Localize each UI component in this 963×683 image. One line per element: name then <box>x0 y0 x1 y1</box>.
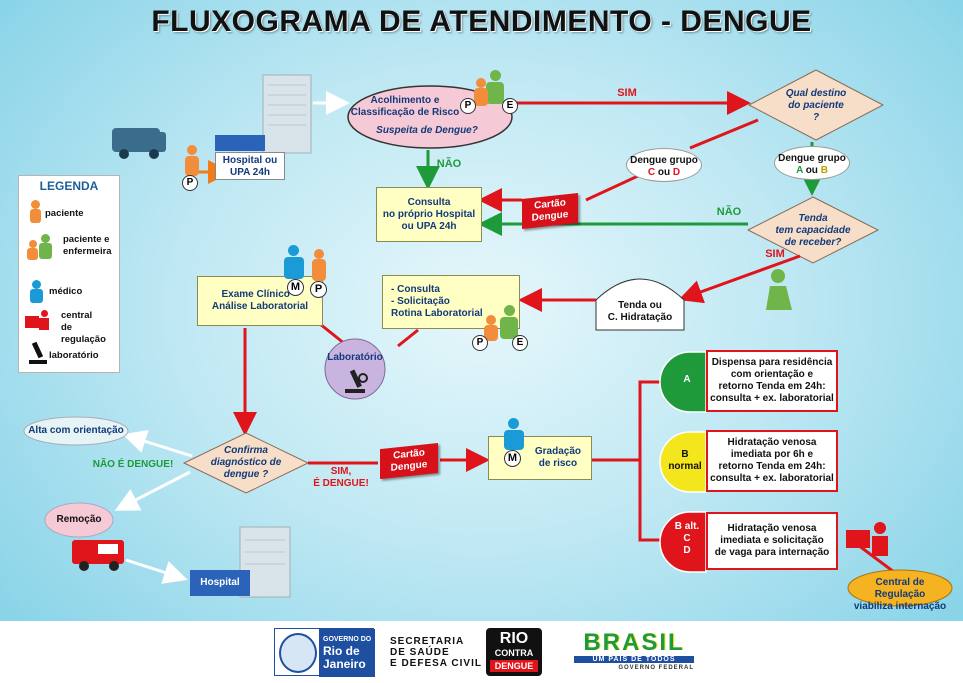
hospital-final-label: Hospital <box>200 577 240 588</box>
rio-state-logo: GOVERNO DO Rio de Janeiro <box>274 628 375 677</box>
nurse-icon <box>766 269 792 310</box>
ambulance-icon <box>72 540 124 571</box>
legend-item-medico: médico <box>49 286 83 297</box>
brasil-gov: GOVERNO FEDERAL <box>618 665 694 671</box>
legend-patient-icon <box>29 200 43 228</box>
central-regulacao-icon <box>846 522 888 556</box>
brasil-slogan: UM PAÍS DE TODOS <box>574 656 694 663</box>
patient-p-marker: P <box>182 175 198 191</box>
consulta-box: Consulta no próprio Hospital ou UPA 24h <box>376 187 482 242</box>
acolhimento-question: Suspeita de Dengue? <box>376 125 478 136</box>
alta-label: Alta com orientação <box>28 425 124 436</box>
doctor-patient-icon: M P <box>282 245 332 299</box>
brasil-logo: BRASIL UM PAÍS DE TODOS GOVERNO FEDERAL <box>574 631 694 677</box>
remocao-label: Remoção <box>56 514 102 525</box>
cartao-dengue-2: Cartão Dengue <box>380 442 438 480</box>
group-c-label: B alt. C D <box>674 521 700 556</box>
grupo-d: D <box>672 167 681 178</box>
laboratorio-label: Laboratório <box>327 352 383 363</box>
secretaria-label: SECRETARIA DE SAÚDE E DEFESA CIVIL <box>390 636 482 669</box>
rotina-box: - Consulta - Solicitação Rotina Laborato… <box>382 275 520 329</box>
marker-p-rotina: P <box>472 335 488 351</box>
label-sim-dengue: SIM, É DENGUE! <box>313 466 369 489</box>
legend-patient-nurse-icon <box>25 234 55 264</box>
grupo-ab-text: Dengue grupo <box>778 153 846 164</box>
label-nao-down: NÃO <box>436 158 462 170</box>
legend-microscope-icon <box>29 341 47 364</box>
gradacao-text: Gradação de risco <box>534 446 581 469</box>
grupo-c: C <box>647 167 656 178</box>
marker-m-gradacao: M <box>504 450 521 467</box>
marker-e-rotina: E <box>512 335 528 351</box>
legend-item-central: central de regulação <box>61 310 106 345</box>
legend-item-paciente-enfermeira: paciente e enfermeira <box>63 234 112 257</box>
patient-icon: P <box>182 145 202 191</box>
rio-contra-contra: CONTRA <box>494 648 534 658</box>
label-nao-tenda: NÃO <box>716 206 742 218</box>
page-title: FLUXOGRAMA DE ATENDIMENTO - DENGUE <box>151 5 812 38</box>
microscope-icon <box>345 369 368 393</box>
group-c-box: Hidratação venosa imediata e solicitação… <box>706 512 838 570</box>
hospital-building-icon <box>215 74 312 154</box>
marker-p-top: P <box>460 98 476 114</box>
rio-contra-rio: RIO <box>499 630 529 647</box>
grupo-ab-ou: ou <box>805 165 818 176</box>
doctor-icon-gradacao: M <box>500 418 526 470</box>
footer-bar: GOVERNO DO Rio de Janeiro SECRETARIA DE … <box>0 621 963 683</box>
rio-contra-dengue: DENGUE <box>490 660 538 672</box>
legend-item-paciente: paciente <box>45 208 84 219</box>
acolhimento-text: Acolhimento e Classificação de Risco <box>350 95 460 118</box>
coat-of-arms-icon <box>279 633 317 673</box>
brasil-word: BRASIL <box>583 629 685 656</box>
group-a-box: Dispensa para residência com orientação … <box>706 350 838 412</box>
patient-nurse-icon-top: P E <box>460 70 520 118</box>
confirma-diamond-text: Confirma diagnóstico de dengue ? <box>210 445 282 480</box>
grupo-ab-badge: Dengue grupo A ou B <box>774 146 850 180</box>
group-b-label: B normal <box>668 449 702 472</box>
destino-diamond-text: Qual destino do paciente ? <box>785 88 847 123</box>
hospital-final-building-icon <box>190 526 291 598</box>
marker-p-exam: P <box>310 281 327 298</box>
central-label: Central de Regulação viabiliza internaçã… <box>853 577 947 612</box>
grupo-b: B <box>820 165 828 176</box>
group-a-label: A <box>683 374 691 385</box>
tenda-box-text: Tenda ou C. Hidratação <box>607 300 673 323</box>
grupo-cd-badge: Dengue grupo C ou D <box>626 148 702 182</box>
patient-nurse-icon-rotina: P E <box>470 305 530 353</box>
label-sim-tenda: SIM <box>765 248 785 260</box>
legend-doctor-icon <box>29 280 45 304</box>
label-nao-dengue: NÃO É DENGUE! <box>92 459 174 470</box>
grupo-cd-ou: ou <box>657 167 671 178</box>
legend-item-laboratorio: laboratório <box>49 350 99 361</box>
grupo-a: A <box>796 165 803 176</box>
grupo-cd-text: Dengue grupo <box>630 155 698 166</box>
marker-e-top: E <box>502 98 518 114</box>
hospital-entry-label: Hospital ou UPA 24h <box>215 152 285 180</box>
label-sim-top: SIM <box>617 87 637 99</box>
van-icon <box>112 128 166 159</box>
cartao-dengue-1: Cartão Dengue <box>522 193 578 229</box>
gov-label-b: Rio de Janeiro <box>323 644 366 671</box>
tenda-diamond-text: Tenda tem capacidade de receber? <box>775 213 851 248</box>
group-b-box: Hidratação venosa imediata por 6h e reto… <box>706 430 838 492</box>
rio-contra-dengue-logo: RIO CONTRA DENGUE <box>486 628 542 676</box>
marker-m-exam: M <box>287 279 304 296</box>
legend-title: LEGENDA <box>39 179 99 193</box>
legend-central-icon <box>25 310 49 332</box>
legend-panel: LEGENDA paciente paciente e enfermeira m… <box>18 175 120 373</box>
gov-label-a: GOVERNO DO <box>323 636 372 643</box>
